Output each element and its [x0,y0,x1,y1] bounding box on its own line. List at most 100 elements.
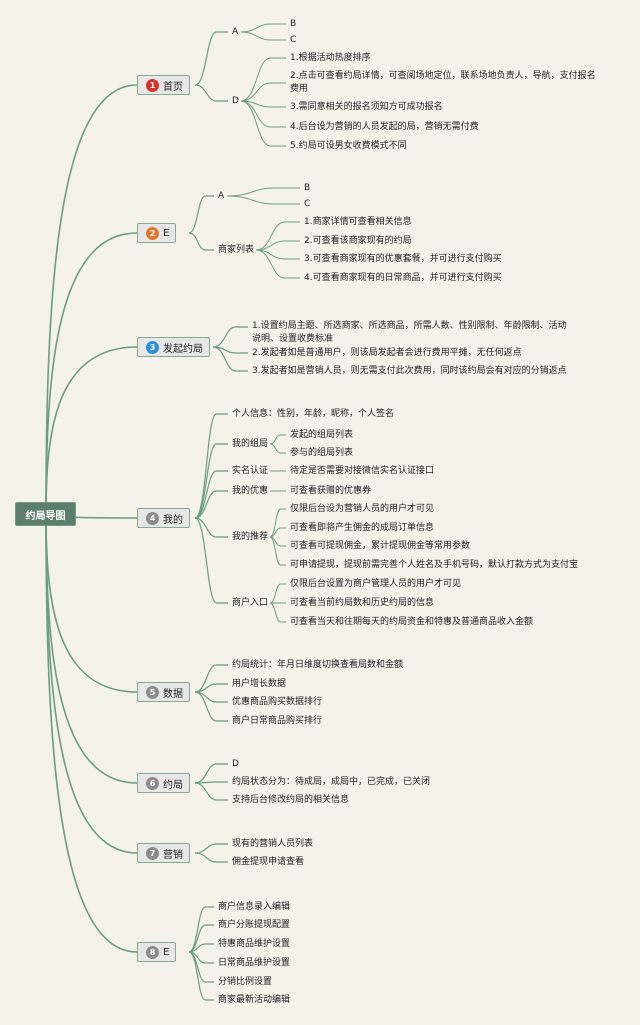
connector-line [269,536,286,566]
child-node[interactable]: 商家最新活动编辑 [218,995,291,1005]
leaf-node[interactable]: 仅限后台设为营销人员的用户才可见 [290,504,435,514]
connector-line [255,249,300,260]
leaf-node[interactable]: 5.约局可设男女收费模式不同 [290,141,407,151]
child-node[interactable]: A [218,191,225,201]
connector-line [194,31,228,86]
connector-line [226,195,300,205]
child-node[interactable]: 商户分账提现配置 [218,920,291,930]
connector-line [212,326,248,348]
connector-line [212,346,248,354]
connector-line [269,508,286,538]
leaf-node[interactable]: 4.可查看商家现有的日常商品，并可进行支付购买 [304,273,502,283]
child-node[interactable]: 约局统计：年月日维度切换查看局数和金额 [232,660,404,670]
child-node[interactable]: 3.发起者如是营销人员，则无需支付此次费用，同时该约局会有对应的分销返点 [252,366,567,376]
number-badge: 8 [146,945,159,959]
leaf-node[interactable]: B [304,183,311,193]
leaf-node[interactable]: 1.商家详情可查看相关信息 [304,217,412,227]
leaf-node[interactable]: 3.可查看商家现有的优惠套餐，并可进行支付购买 [304,254,502,264]
connector-line [194,413,228,519]
child-node[interactable]: 用户增长数据 [232,679,287,689]
branch-node-6[interactable]: 6 约局 [137,773,190,793]
connector-line [45,346,138,515]
leaf-node[interactable]: 1.根据活动热度排序 [290,53,371,63]
connector-line [188,195,214,234]
leaf-node[interactable]: 可申请提现，提现前需完善个人姓名及手机号码，默认打款方式为支付宝 [290,560,579,570]
connector-line [194,517,228,538]
child-node[interactable]: 特惠商品维护设置 [218,939,291,949]
connector-line [45,84,138,515]
child-node[interactable]: 日常商品维护设置 [218,958,291,968]
leaf-node[interactable]: 参与的组局列表 [290,448,354,458]
child-node[interactable]: 我的组局 [232,439,269,449]
connector-line [194,683,228,693]
connector-line [194,84,228,102]
connector-line [212,346,248,372]
connector-line [188,951,214,1001]
leaf-node[interactable]: C [290,35,297,45]
child-node[interactable]: 个人信息：性别，年龄，昵称，个人签名 [232,409,395,419]
leaf-node[interactable]: C [304,199,311,209]
child-node[interactable]: 实名认证 [232,466,269,476]
child-node[interactable]: 支持后台修改约局的相关信息 [232,795,350,805]
leaf-node[interactable]: 可查看获赠的优惠券 [290,486,372,496]
connector-line [194,490,228,519]
leaf-node[interactable]: 4.后台设为营销的人员发起的局，营销无需付费 [290,122,479,132]
child-node[interactable]: 商家列表 [218,245,255,255]
number-badge: 5 [146,685,159,699]
leaf-node[interactable]: 仅限后台设置为商户管理人员的用户才可见 [290,579,462,589]
connector-line [194,852,228,863]
connector-line [188,232,214,251]
leaf-node[interactable]: 可查看即将产生佣金的成局订单信息 [290,523,435,533]
leaf-node[interactable]: 可查看可提现佣金，累计提现佣金等常用参数 [290,541,471,551]
child-node[interactable]: 商户信息录入编辑 [218,902,291,912]
connector-line [188,924,214,953]
child-node[interactable]: 约局状态分为：待成局，成局中，已完成，已关闭 [232,777,431,787]
number-badge: 6 [146,776,159,790]
connector-line [255,249,300,279]
child-node[interactable]: 2.发起者如是普通用户，则该局发起者会进行费用平摊，无任何返点 [252,348,522,358]
connector-line [269,583,286,604]
connector-line [240,57,286,102]
child-node[interactable]: D [232,759,239,769]
connector-line [194,782,228,801]
leaf-node[interactable]: 待定是否需要对接微信实名认证接口 [290,466,435,476]
child-node[interactable]: 优惠商品购买数据排行 [232,697,323,707]
child-node[interactable]: 佣金提现申请查看 [232,857,305,867]
root-node[interactable]: 约局导图 [15,502,76,526]
leaf-node[interactable]: 2.可查看该商家现有的约局 [304,236,412,246]
connector-line [45,232,138,515]
connector-line [194,843,228,854]
connector-line [194,691,228,722]
leaf-node[interactable]: 3.需同意相关的报名须知方可成功报名 [290,102,443,112]
child-node[interactable]: 商户入口 [232,598,269,608]
leaf-node[interactable]: 2.点击可查看约局详情，可查阅场地定位，联系场地负责人，导航，支付报名费用 [290,71,596,94]
child-node[interactable]: 现有的营销人员列表 [232,839,314,849]
branch-label: 数据 [163,688,183,700]
connector-line [226,187,300,197]
branch-label: 约局 [163,779,183,791]
child-node[interactable]: 1.设置约局主题、所选商家、所选商品，所需人数、性别限制、年龄限制、活动说明、设… [252,321,567,344]
child-node[interactable]: 我的优惠 [232,486,269,496]
leaf-node[interactable]: 发起的组局列表 [290,430,354,440]
connector-line [240,82,286,102]
connector-line [194,443,228,519]
branch-node-5[interactable]: 5 数据 [137,682,190,702]
leaf-node[interactable]: 可查看当天和往期每天的约局资金和特惠及普通商品收入金额 [290,617,534,627]
child-node[interactable]: D [232,96,239,106]
child-node[interactable]: 我的推荐 [232,532,269,542]
child-node[interactable]: 商户日常商品购买排行 [232,716,323,726]
number-badge: 7 [146,846,159,860]
branch-label: E [163,227,170,239]
leaf-node[interactable]: B [290,19,297,29]
child-node[interactable]: 分销比例设置 [218,977,273,987]
number-badge: 4 [146,511,159,525]
child-node[interactable]: A [232,27,239,37]
leaf-node[interactable]: 可查看当前约局数和历史约局的信息 [290,598,435,608]
